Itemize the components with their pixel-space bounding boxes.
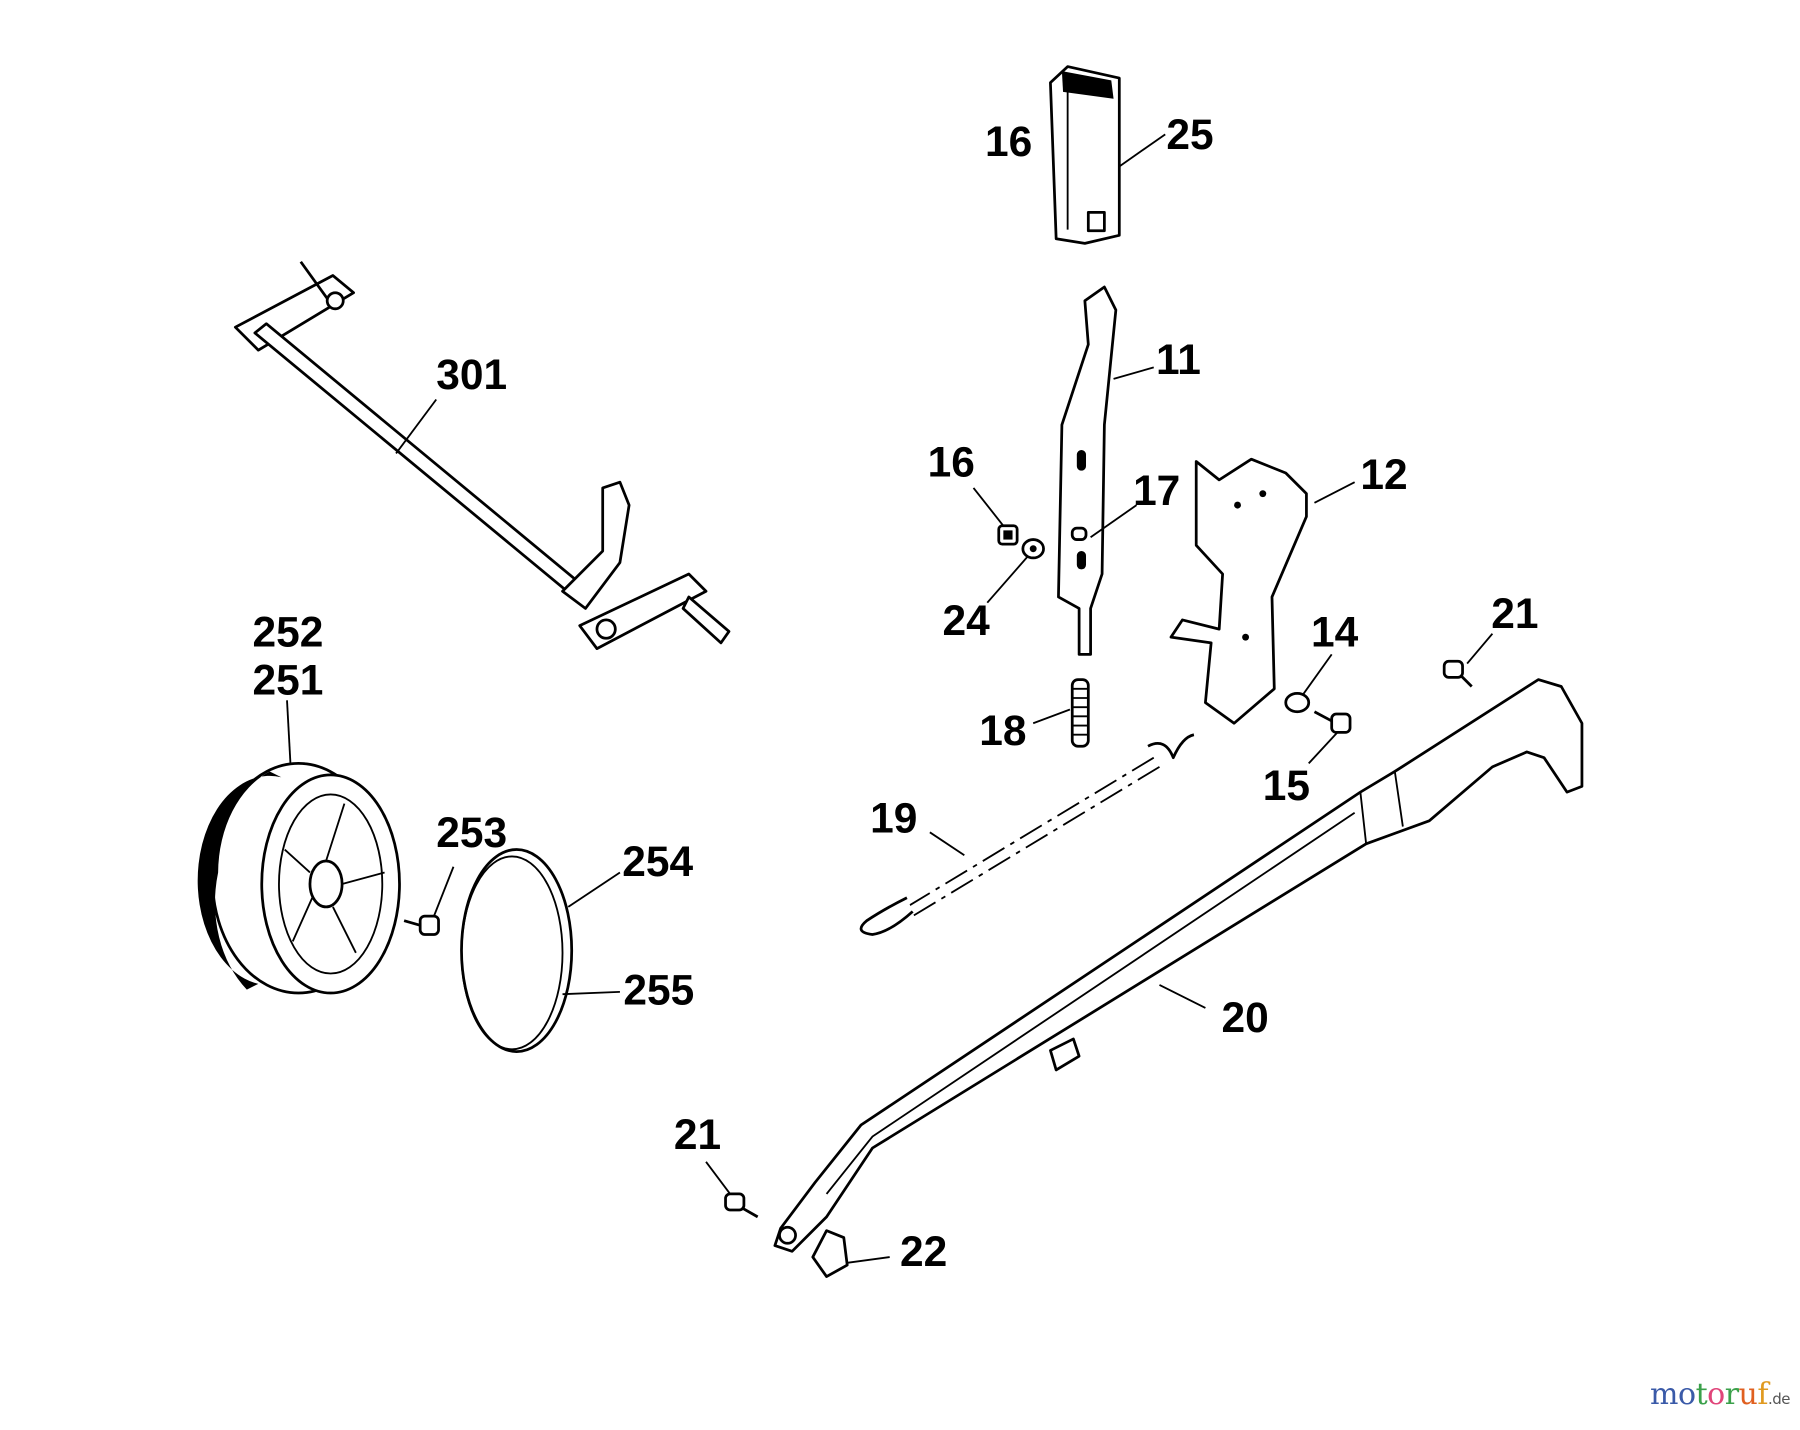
watermark-letter: r — [1724, 1377, 1739, 1412]
part-251-252-wheel — [197, 762, 401, 995]
label-255: 255 — [623, 967, 694, 1014]
watermark-logo: motoruf.de — [1650, 1377, 1790, 1412]
part-15-bolt — [1313, 710, 1352, 734]
label-12: 12 — [1360, 451, 1407, 498]
label-18: 18 — [979, 707, 1026, 754]
watermark-letter: o — [1707, 1377, 1725, 1412]
label-22: 22 — [900, 1228, 947, 1275]
part-22-clip — [811, 1229, 849, 1278]
part-24-washer — [1021, 538, 1045, 560]
label-15: 15 — [1263, 762, 1310, 809]
watermark-letter: u — [1738, 1377, 1758, 1412]
part-253-bolt — [403, 914, 440, 936]
part-18-spring — [1070, 678, 1090, 748]
leader-lines — [286, 133, 1494, 1264]
watermark-tld: .de — [1767, 1390, 1791, 1408]
watermark-letter: o — [1678, 1377, 1696, 1412]
watermark-brand: motoruf — [1650, 1377, 1768, 1412]
label-20: 20 — [1221, 994, 1268, 1041]
label-25: 25 — [1166, 111, 1213, 158]
part-14-washer — [1284, 692, 1311, 714]
part-21-bolt-lower — [724, 1192, 759, 1219]
label-252: 252 — [253, 608, 324, 655]
label-17: 17 — [1133, 467, 1180, 514]
label-301: 301 — [436, 351, 507, 398]
watermark-letter: f — [1757, 1377, 1768, 1412]
part-21-bolt-upper — [1442, 659, 1473, 688]
label-16-top: 16 — [985, 118, 1032, 165]
part-301-axle — [233, 260, 731, 650]
label-11: 11 — [1156, 336, 1201, 383]
label-253: 253 — [436, 809, 507, 856]
label-251: 251 — [253, 657, 324, 704]
part-11-lever — [1057, 285, 1118, 656]
part-19-cable — [859, 733, 1195, 936]
label-19: 19 — [870, 794, 917, 841]
watermark-letter: m — [1650, 1377, 1678, 1412]
label-14: 14 — [1311, 608, 1359, 655]
label-254: 254 — [622, 838, 693, 885]
label-24: 24 — [943, 597, 991, 644]
label-16: 16 — [928, 438, 975, 485]
label-21-lower: 21 — [674, 1111, 721, 1158]
label-21-upper: 21 — [1491, 590, 1538, 637]
part-254-255-hubcap — [460, 848, 574, 1053]
watermark-letter: t — [1695, 1377, 1708, 1412]
part-25-grip — [1049, 65, 1121, 245]
part-12-bracket — [1169, 457, 1308, 725]
part-20-handle-arm — [773, 678, 1584, 1253]
part-16-nut — [997, 524, 1019, 546]
